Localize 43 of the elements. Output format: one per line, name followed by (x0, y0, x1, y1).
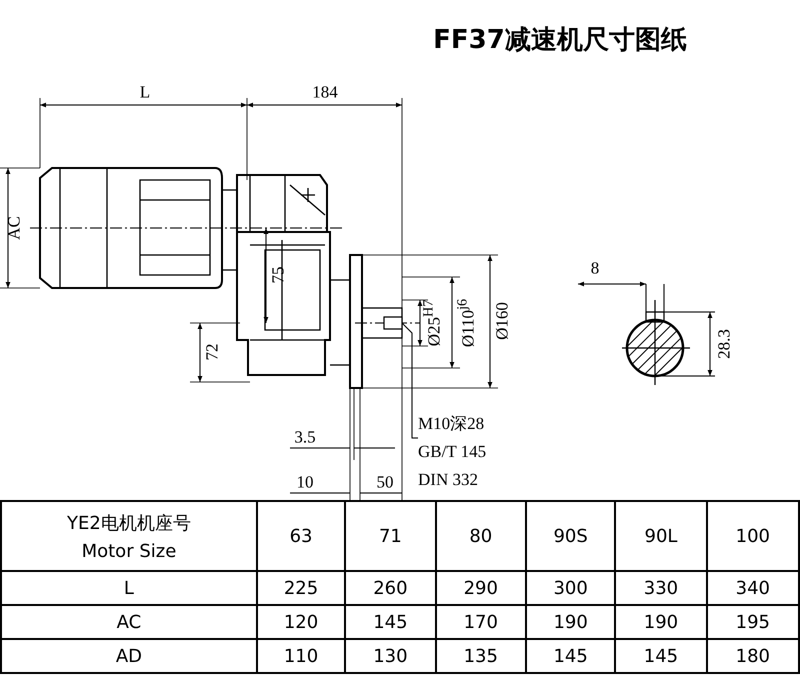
dimension-label: 72 (204, 344, 220, 360)
table-cell: 290 (436, 571, 526, 605)
table-cell: 145 (526, 639, 616, 673)
table-cell: 190 (526, 605, 616, 639)
table-cell: 145 (615, 639, 707, 673)
table-cell: 135 (436, 639, 526, 673)
table-cell: 71 (345, 501, 436, 571)
dimension-label: AC (6, 216, 22, 240)
table-cell: 260 (345, 571, 436, 605)
table-cell: 80 (436, 501, 526, 571)
center-hole (383, 316, 403, 330)
table-cell: 100 (706, 501, 799, 571)
note-text: M10深28 GB/T 145 DIN 332 (418, 410, 518, 494)
table-cell: 130 (345, 639, 436, 673)
table-header-text: YE2电机机座号 (67, 512, 191, 534)
table-cell: 145 (345, 605, 436, 639)
dimension-label: Ø160 (494, 302, 510, 340)
table-cell: 330 (615, 571, 707, 605)
table-cell: 300 (526, 571, 616, 605)
table-cell: AD (1, 639, 257, 673)
table-cell: 225 (256, 571, 346, 605)
dimension-label: 8 (590, 260, 600, 276)
dimension-label: 3.5 (294, 428, 316, 446)
table-header-text: Motor Size (82, 540, 176, 562)
table-cell: 63 (256, 501, 346, 571)
table-cell: 170 (436, 605, 526, 639)
table-cell: L (1, 571, 257, 605)
dimension-label: 28.3 (716, 329, 732, 359)
table-cell: 195 (706, 605, 799, 639)
table-cell: 190 (615, 605, 707, 639)
table-cell: 340 (706, 571, 799, 605)
dimension-label: 10 (296, 474, 314, 490)
table-cell: 110 (256, 639, 346, 673)
dimension-label: 184 (312, 84, 338, 100)
table-cell: AC (1, 605, 257, 639)
dimension-label: 50 (376, 474, 394, 490)
table-cell: 90L (615, 501, 707, 571)
table-cell: 180 (706, 639, 799, 673)
leader-line (402, 322, 418, 438)
table-cell: 120 (256, 605, 346, 639)
dimension-label: L (140, 84, 150, 100)
table-cell: 90S (526, 501, 616, 571)
title: FF37减速机尺寸图纸 (433, 27, 687, 53)
